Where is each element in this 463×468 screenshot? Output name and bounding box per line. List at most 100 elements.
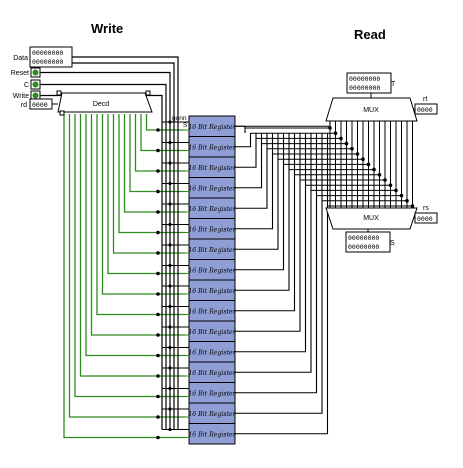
junction-dot — [168, 427, 172, 432]
register-output-wire — [235, 133, 323, 414]
register-pin-label-b: S — [183, 122, 188, 129]
register-label: 16 Bit Register — [188, 145, 236, 152]
clock-label: C — [24, 82, 29, 89]
junction-dot — [156, 312, 160, 317]
junction-dot — [377, 173, 382, 177]
write-enable-wire — [68, 114, 185, 418]
register-label: 16 Bit Register — [188, 124, 236, 131]
register-output-wire — [235, 133, 257, 168]
register-16 — [188, 423, 236, 445]
rd-value: 0000 — [32, 101, 48, 109]
register-label: 16 Bit Register — [188, 432, 236, 439]
write-enable-wire — [90, 114, 185, 336]
junction-dot — [156, 210, 160, 214]
t-output-pin — [346, 72, 392, 94]
write-enable-wire — [85, 114, 185, 357]
rt-select-label: rt — [423, 96, 427, 103]
register-label: 16 Bit Register — [188, 186, 236, 193]
register-label: 16 Bit Register — [188, 206, 236, 213]
junction-dot — [156, 333, 160, 337]
rt-select-pin[interactable] — [414, 103, 438, 115]
junction-dot — [372, 167, 376, 172]
rd-input-pin[interactable] — [29, 98, 53, 110]
junction-dot — [168, 345, 172, 350]
junction-dot — [333, 131, 338, 135]
decoder-port-bottom — [59, 110, 65, 116]
register-output-wire — [235, 133, 279, 250]
s-value-bottom: 00000000 — [348, 243, 379, 251]
junction-dot — [339, 136, 343, 141]
register-output-wire — [235, 133, 285, 271]
clock-led-icon — [32, 81, 39, 88]
read-bus-wire — [235, 121, 331, 127]
mux-rs-label: MUX — [363, 215, 379, 222]
junction-dot — [168, 181, 172, 186]
data-value-top: 00000000 — [32, 49, 63, 57]
junction-dot — [405, 199, 409, 203]
decoder-block — [57, 92, 153, 113]
rs-select-pin[interactable] — [414, 212, 438, 224]
write-enable-wire — [63, 114, 185, 439]
junction-dot — [156, 292, 160, 296]
junction-dot — [168, 407, 172, 411]
junction-dot — [168, 325, 172, 329]
register-output-wire — [235, 133, 296, 312]
read-heading: Read — [354, 27, 386, 42]
control-bus-wire — [40, 71, 171, 430]
junction-dot — [355, 152, 360, 156]
register-label: 16 Bit Register — [188, 329, 236, 336]
register-label: 16 Bit Register — [188, 350, 236, 357]
register-output-wire — [235, 133, 301, 332]
write-enable-wire — [145, 114, 185, 131]
junction-dot — [168, 386, 172, 391]
t-value-top: 00000000 — [349, 75, 380, 83]
junction-dot — [156, 435, 160, 440]
mux-rt-block — [325, 97, 418, 122]
s-value-top: 00000000 — [348, 234, 379, 242]
data-label: Data — [13, 55, 28, 62]
write-enable-wire — [96, 114, 185, 316]
junction-dot — [366, 162, 371, 167]
control-bus-wire — [40, 94, 163, 430]
data-input-pin[interactable] — [29, 46, 73, 68]
junction-dot — [168, 120, 172, 124]
junction-dot — [394, 188, 398, 193]
register-output-wire — [235, 125, 246, 133]
junction-dot — [168, 284, 172, 288]
register-output-wire — [235, 133, 263, 189]
register-output-wire — [235, 133, 329, 435]
junction-dot — [168, 222, 172, 227]
junction-dot — [156, 230, 160, 235]
junction-dot — [168, 161, 172, 165]
junction-dot — [383, 178, 387, 182]
junction-dot — [156, 128, 160, 132]
write-label: Write — [13, 93, 29, 100]
register-output-wire — [235, 133, 290, 291]
register-label: 16 Bit Register — [188, 165, 236, 172]
register-output-wire — [235, 133, 312, 373]
junction-dot — [156, 271, 160, 276]
write-enable-wire — [74, 114, 185, 398]
register-label: 16 Bit Register — [188, 309, 236, 316]
write-enable-wire — [79, 114, 185, 377]
register-pin-label-a: gonn — [172, 115, 187, 122]
register-label: 16 Bit Register — [188, 370, 236, 377]
junction-dot — [156, 374, 160, 378]
junction-dot — [156, 148, 160, 153]
data-bus-wire — [72, 56, 179, 430]
s-output-label: S — [390, 240, 395, 247]
decoder-port-right — [145, 90, 151, 96]
junction-dot — [388, 183, 393, 187]
register-label: 16 Bit Register — [188, 391, 236, 398]
write-enable-wire — [123, 114, 185, 213]
junction-dot — [168, 202, 172, 206]
junction-dot — [168, 304, 172, 309]
junction-dot — [350, 147, 354, 151]
junction-dot — [156, 251, 160, 255]
mux-rt-label: MUX — [363, 107, 379, 114]
register-output-wires — [235, 108, 415, 435]
junction-dot — [410, 204, 415, 208]
junction-dot — [168, 263, 172, 268]
register-label: 16 Bit Register — [188, 247, 236, 254]
